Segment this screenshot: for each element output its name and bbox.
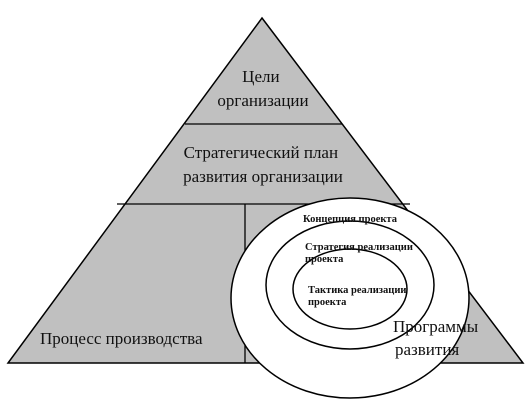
tier2-label: Стратегический план развития организации: [183, 143, 343, 186]
tier1-line2: организации: [217, 91, 308, 110]
middle-circle-label: Стратегия реализации проекта: [305, 242, 416, 265]
bottom-right-line1: Программы: [393, 317, 479, 336]
bottom-left-label: Процесс производства: [40, 329, 203, 348]
tier1-line1: Цели: [242, 67, 279, 86]
middle-circle-line2: проекта: [305, 254, 344, 265]
middle-circle-line1: Стратегия реализации: [305, 242, 413, 253]
inner-circle-label: Тактика реализации проекта: [308, 285, 409, 308]
tier1-label: Цели организации: [217, 67, 308, 110]
inner-circle-line2: проекта: [308, 297, 347, 308]
tier2-line1: Стратегический план: [184, 143, 338, 162]
inner-circle: [292, 248, 408, 330]
outer-circle-label: Концепция проекта: [303, 214, 398, 225]
bottom-right-label: Программы развития: [393, 317, 482, 359]
tier2-line2: развития организации: [183, 167, 343, 186]
inner-circle-line1: Тактика реализации: [308, 285, 406, 296]
bottom-right-line2: развития: [395, 340, 459, 359]
